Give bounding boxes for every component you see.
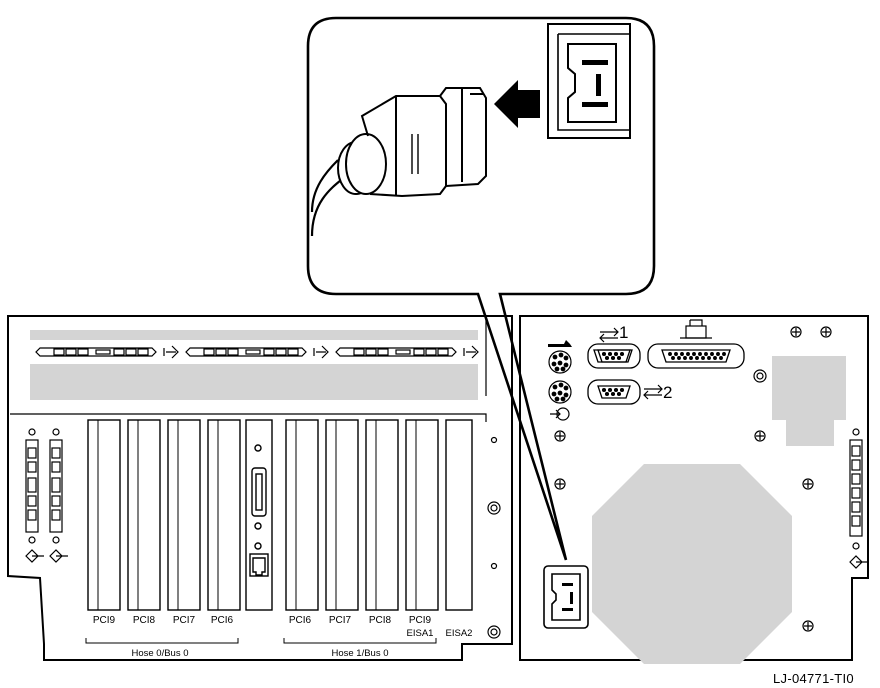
slot-label: PCI7 <box>173 615 196 626</box>
left-bracket-2 <box>49 428 68 563</box>
keyboard-icon <box>548 340 572 347</box>
slot-label-eisa2: EISA2 <box>446 628 473 639</box>
mouse-icon <box>550 407 570 421</box>
installed-io-card <box>245 419 273 611</box>
slot-label: PCI8 <box>133 615 156 626</box>
serial-port-icon <box>599 327 619 343</box>
hose0-slot-labels: PCI9 PCI8 PCI7 PCI6 <box>93 615 234 626</box>
mouse-port <box>548 380 572 404</box>
vent-slot-group-3 <box>335 347 457 357</box>
hose-brackets <box>85 638 437 644</box>
right-section-screws <box>554 326 832 632</box>
hose0-slot-covers <box>87 419 241 611</box>
chassis-outline <box>7 315 869 661</box>
hose-label: Hose 1/Bus 0 <box>331 648 388 659</box>
slot-label-eisa1: EISA1 <box>407 628 434 639</box>
slot-label: PCI9 <box>93 615 116 626</box>
callout-bubble <box>306 16 656 561</box>
hose-label: Hose 0/Bus 0 <box>131 648 188 659</box>
serial-port-1-label: 1 <box>619 323 628 342</box>
parallel-port <box>647 343 745 369</box>
figure-code: LJ-04771-TI0 <box>773 671 854 686</box>
serial-port-2 <box>587 379 641 405</box>
keyboard-port <box>548 350 572 374</box>
slot-label: PCI6 <box>211 615 234 626</box>
ac-inlet-closeup <box>547 23 631 139</box>
ac-inlet-icon <box>543 565 589 629</box>
hose1-slot-labels: PCI6 PCI7 PCI8 PCI9 EISA1 EISA2 <box>289 615 473 639</box>
hose1-slot-covers <box>285 419 473 611</box>
serial-port-icon <box>643 384 663 400</box>
fan-grille <box>592 464 792 664</box>
slot-label: PCI6 <box>289 615 312 626</box>
chassis-top-vents <box>30 330 478 400</box>
power-plug-icon <box>310 87 487 237</box>
arrow-insert-icon <box>494 80 540 128</box>
serial-port-2-label: 2 <box>663 383 672 402</box>
slot-label: PCI9 <box>409 615 432 626</box>
ground-symbol-icon <box>163 345 479 359</box>
serial-port-1 <box>587 343 641 369</box>
left-bracket-1 <box>25 428 44 563</box>
slot-label: PCI7 <box>329 615 352 626</box>
left-section-screws <box>487 436 501 639</box>
right-bracket <box>849 428 868 569</box>
printer-icon <box>680 319 712 339</box>
vent-slot-group-2 <box>185 347 307 357</box>
vent-slot-group-1 <box>35 347 157 357</box>
gray-label-plate <box>772 356 846 446</box>
slot-label: PCI8 <box>369 615 392 626</box>
hose-labels: Hose 0/Bus 0 Hose 1/Bus 0 <box>131 648 388 659</box>
